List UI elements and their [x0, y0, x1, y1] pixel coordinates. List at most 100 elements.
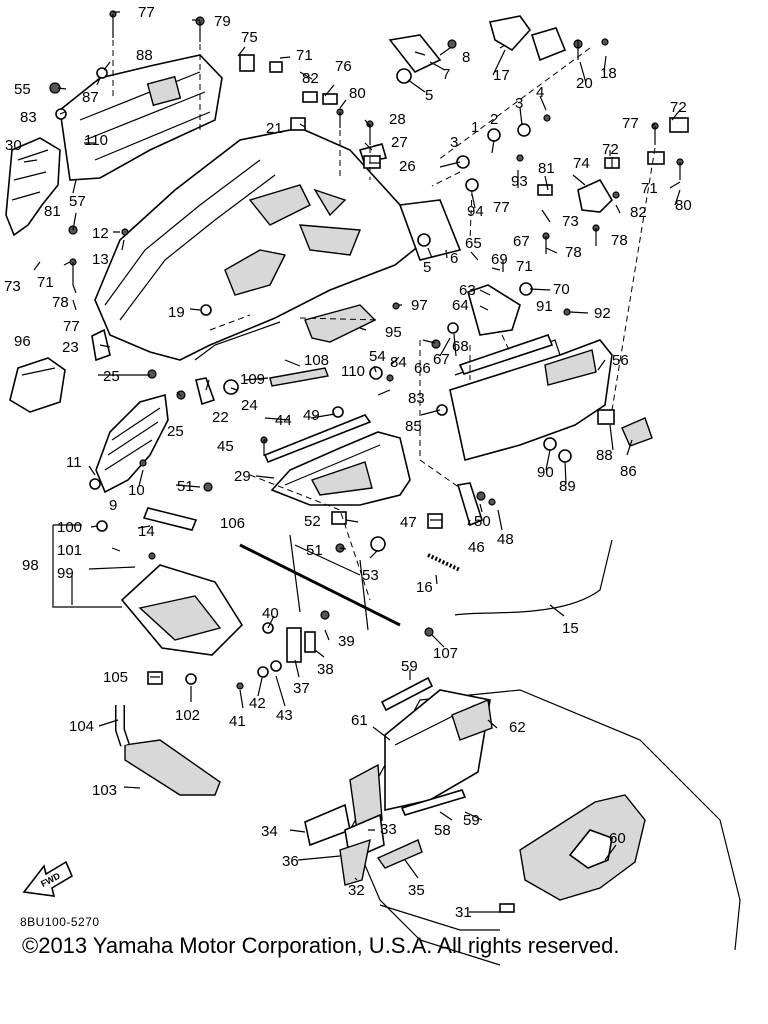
- callout-76: 76: [335, 58, 352, 75]
- callout-72: 72: [602, 141, 619, 158]
- callout-95: 95: [385, 324, 402, 341]
- callout-14: 14: [138, 523, 155, 540]
- callout-73: 73: [562, 213, 579, 230]
- callout-33: 33: [380, 821, 397, 838]
- callout-89: 89: [559, 478, 576, 495]
- callout-3: 3: [515, 95, 523, 112]
- callout-4: 4: [536, 84, 544, 101]
- callout-49: 49: [303, 407, 320, 424]
- callout-25: 25: [167, 423, 184, 440]
- fasteners: [49, 10, 689, 690]
- callout-83: 83: [408, 390, 425, 407]
- callout-96: 96: [14, 333, 31, 350]
- callout-63: 63: [459, 282, 476, 299]
- callout-99: 99: [57, 565, 74, 582]
- callout-65: 65: [465, 235, 482, 252]
- callout-62: 62: [509, 719, 526, 736]
- callout-13: 13: [92, 251, 109, 268]
- callout-98: 98: [22, 557, 39, 574]
- callout-93: 93: [511, 173, 528, 190]
- callout-88: 88: [136, 47, 153, 64]
- callout-38: 38: [317, 661, 334, 678]
- callout-59: 59: [463, 812, 480, 829]
- callout-57: 57: [69, 193, 86, 210]
- callout-66: 66: [414, 360, 431, 377]
- callout-46: 46: [468, 539, 485, 556]
- callout-28: 28: [389, 111, 406, 128]
- callout-24: 24: [241, 397, 258, 414]
- callout-72: 72: [670, 99, 687, 116]
- callout-101: 101: [57, 542, 82, 559]
- callout-41: 41: [229, 713, 246, 730]
- callout-39: 39: [338, 633, 355, 650]
- callout-70: 70: [553, 281, 570, 298]
- callout-97: 97: [411, 297, 428, 314]
- callout-78: 78: [52, 294, 69, 311]
- diagram-code: 8BU100-5270: [20, 915, 100, 929]
- leader-lines: [23, 11, 681, 913]
- callout-71: 71: [37, 274, 54, 291]
- callout-35: 35: [408, 882, 425, 899]
- callout-71: 71: [641, 180, 658, 197]
- callout-77: 77: [138, 4, 155, 21]
- callout-105: 105: [103, 669, 128, 686]
- callout-109: 109: [240, 371, 265, 388]
- callout-2: 2: [490, 111, 498, 128]
- callout-44: 44: [275, 412, 292, 429]
- callout-21: 21: [266, 120, 283, 137]
- callout-42: 42: [249, 695, 266, 712]
- fwd-arrow-icon: FWD: [22, 860, 74, 897]
- callout-45: 45: [217, 438, 234, 455]
- callout-81: 81: [44, 203, 61, 220]
- callout-81: 81: [538, 160, 555, 177]
- callout-92: 92: [594, 305, 611, 322]
- callout-94: 94: [467, 203, 484, 220]
- callout-10: 10: [128, 482, 145, 499]
- callout-110: 110: [84, 132, 108, 149]
- callout-64: 64: [452, 297, 469, 314]
- callout-5: 5: [425, 87, 433, 104]
- callout-27: 27: [391, 134, 408, 151]
- callout-12: 12: [92, 225, 109, 242]
- callout-107: 107: [433, 645, 458, 662]
- callout-86: 86: [620, 463, 637, 480]
- callout-85: 85: [405, 418, 422, 435]
- callout-77: 77: [63, 318, 80, 335]
- callout-56: 56: [612, 352, 629, 369]
- copyright-notice: ©2013 Yamaha Motor Corporation, U.S.A. A…: [22, 933, 620, 958]
- callout-43: 43: [276, 707, 293, 724]
- callout-18: 18: [600, 65, 617, 82]
- callout-102: 102: [175, 707, 200, 724]
- callout-26: 26: [399, 158, 416, 175]
- callout-61: 61: [351, 712, 368, 729]
- callout-31: 31: [455, 904, 472, 921]
- callout-80: 80: [675, 197, 692, 214]
- callout-60: 60: [609, 830, 626, 847]
- callout-34: 34: [261, 823, 278, 840]
- callout-67: 67: [433, 351, 450, 368]
- callout-51: 51: [177, 478, 194, 495]
- callout-30: 30: [5, 137, 22, 154]
- callout-40: 40: [262, 605, 279, 622]
- callout-50: 50: [474, 513, 491, 530]
- callout-83: 83: [20, 109, 37, 126]
- callout-53: 53: [362, 567, 379, 584]
- callout-79: 79: [214, 13, 231, 30]
- callout-29: 29: [234, 468, 251, 485]
- callout-19: 19: [168, 304, 185, 321]
- callout-51: 51: [306, 542, 323, 559]
- callout-90: 90: [537, 464, 554, 481]
- callout-77: 77: [622, 115, 639, 132]
- callout-73: 73: [4, 278, 21, 295]
- part-shapes: FWD: [5, 10, 741, 966]
- callout-17: 17: [493, 67, 510, 84]
- callout-36: 36: [282, 853, 299, 870]
- callout-71: 71: [516, 258, 533, 275]
- callout-59: 59: [401, 658, 418, 675]
- callout-8: 8: [462, 49, 470, 66]
- callout-84: 84: [390, 354, 407, 371]
- callout-5: 5: [423, 259, 431, 276]
- callout-labels: 77 79 75 71 82 76 80 28 27 26 21 88 87 5…: [4, 4, 692, 921]
- callout-52: 52: [304, 513, 321, 530]
